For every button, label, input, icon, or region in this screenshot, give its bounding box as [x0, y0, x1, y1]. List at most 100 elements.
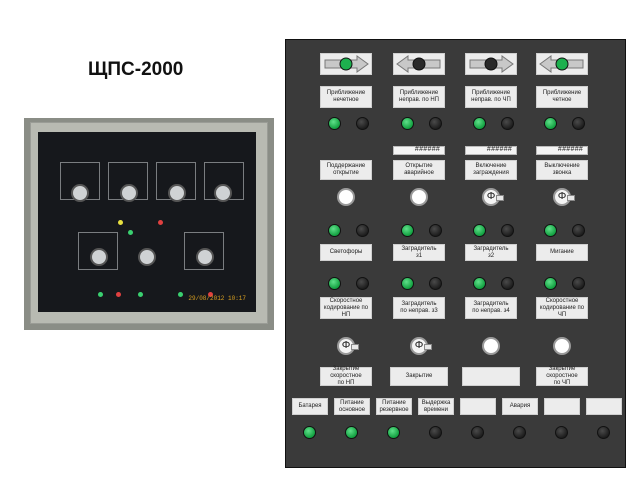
photo-knob [71, 184, 89, 202]
indicator-lamp [544, 117, 557, 130]
label-text: Закрытие [405, 373, 433, 379]
indicator-lamp [303, 426, 316, 439]
label-function: Выключение звонка [536, 160, 588, 180]
control-panel: Приближение нечетное Приближение неправ. … [285, 39, 626, 468]
slide-title: ЩПС-2000 [88, 59, 184, 80]
label-text: Включение заграждения [473, 163, 509, 176]
push-button[interactable] [553, 337, 571, 355]
key-switch-symbol: Ф [557, 191, 567, 202]
label-text: Скоростное кодирование по ЧП [539, 297, 585, 318]
label-approach: Приближение неправ. по НП [393, 86, 445, 108]
indicator-lamp [401, 277, 414, 290]
label-text: Выключение звонка [544, 163, 580, 176]
indicator-lamp [484, 57, 498, 71]
label-text: Приближение четное [542, 90, 582, 103]
label-status [544, 398, 580, 415]
label-function: Заградитель по неправ. з4 [465, 297, 517, 319]
arrow-left-icon [396, 55, 441, 73]
photo-lamp [98, 292, 103, 297]
push-button[interactable] [482, 337, 500, 355]
label-status: Выдержка времени [418, 398, 454, 415]
key-tab [496, 195, 504, 201]
indicator-lamp [328, 117, 341, 130]
photo-front-panel: 29/08/2012 10:17 [38, 132, 256, 312]
label-text: Выдержка времени [421, 399, 451, 413]
label-function: Мигание [536, 244, 588, 261]
indicator-lamp [328, 224, 341, 237]
photo-lamp [138, 292, 143, 297]
indicator-lamp [356, 224, 369, 237]
label-function: Закрытие скоростное по НП [320, 366, 372, 386]
label-function: Светофоры [320, 244, 372, 261]
counter-display: ###### [393, 146, 445, 155]
key-switch[interactable]: Ф [482, 188, 504, 206]
key-tab [351, 344, 359, 350]
label-status [586, 398, 622, 415]
push-button[interactable] [410, 188, 428, 206]
label-text: Закрытие скоростное по ЧП [546, 366, 578, 386]
indicator-lamp [597, 426, 610, 439]
indicator-lamp [513, 426, 526, 439]
arrow-left-icon [539, 55, 584, 73]
label-text: Заградитель з1 [401, 245, 437, 259]
indicator-lamp [339, 57, 353, 71]
label-function: Закрытие [390, 367, 448, 386]
label-text: Заградитель з2 [473, 245, 509, 259]
key-switch[interactable]: Ф [553, 188, 575, 206]
direction-arrow-indicator [393, 53, 445, 75]
indicator-lamp [501, 277, 514, 290]
label-text: Приближение неправ. по ЧП [471, 90, 511, 103]
key-switch-symbol: Ф [414, 340, 424, 351]
indicator-lamp [501, 224, 514, 237]
label-text: Мигание [550, 249, 574, 255]
label-text: Приближение неправ. по НП [399, 90, 439, 103]
label-function [462, 367, 520, 386]
label-text: Закрытие скоростное по НП [330, 366, 362, 386]
label-status: Питание резервное [376, 398, 412, 415]
indicator-lamp [429, 224, 442, 237]
indicator-lamp [401, 224, 414, 237]
direction-arrow-indicator [465, 53, 517, 75]
indicator-lamp [429, 117, 442, 130]
direction-arrow-indicator [320, 53, 372, 75]
label-text: Батарея [298, 403, 322, 409]
indicator-lamp [345, 426, 358, 439]
photo-section [78, 232, 118, 270]
indicator-lamp [473, 224, 486, 237]
counter-display: ###### [536, 146, 588, 155]
label-status [460, 398, 496, 415]
key-switch[interactable]: Ф [410, 337, 432, 355]
label-function: Включение заграждения [465, 160, 517, 180]
label-text: Скоростное кодирование по НП [323, 297, 369, 318]
key-switch-symbol: Ф [341, 340, 351, 351]
indicator-lamp [572, 224, 585, 237]
indicator-lamp [328, 277, 341, 290]
photo-knob [168, 184, 186, 202]
indicator-lamp [356, 277, 369, 290]
indicator-lamp [572, 117, 585, 130]
indicator-lamp [555, 57, 569, 71]
indicator-lamp [429, 426, 442, 439]
label-text: Заградитель по неправ. з4 [472, 301, 510, 314]
push-button[interactable] [337, 188, 355, 206]
photo-lamp [128, 230, 133, 235]
photo-timestamp: 29/08/2012 10:17 [188, 295, 246, 302]
indicator-lamp [429, 277, 442, 290]
label-text: Питание резервное [379, 399, 409, 413]
key-switch[interactable]: Ф [337, 337, 359, 355]
label-function: Заградитель з1 [393, 244, 445, 261]
indicator-lamp [412, 57, 426, 71]
label-text: Заградитель по неправ. з3 [400, 301, 438, 314]
indicator-lamp [544, 277, 557, 290]
key-switch-symbol: Ф [486, 191, 496, 202]
photo-section [184, 232, 224, 270]
photo-lamp [158, 220, 163, 225]
photo-lamp [208, 292, 213, 297]
label-text: Приближение нечетное [326, 90, 366, 103]
photo-lamp [116, 292, 121, 297]
indicator-lamp [473, 277, 486, 290]
arrow-right-icon [469, 55, 514, 73]
label-function: Открытие аварийное [393, 160, 445, 180]
key-tab [567, 195, 575, 201]
label-function: Заградитель по неправ. з3 [393, 297, 445, 319]
